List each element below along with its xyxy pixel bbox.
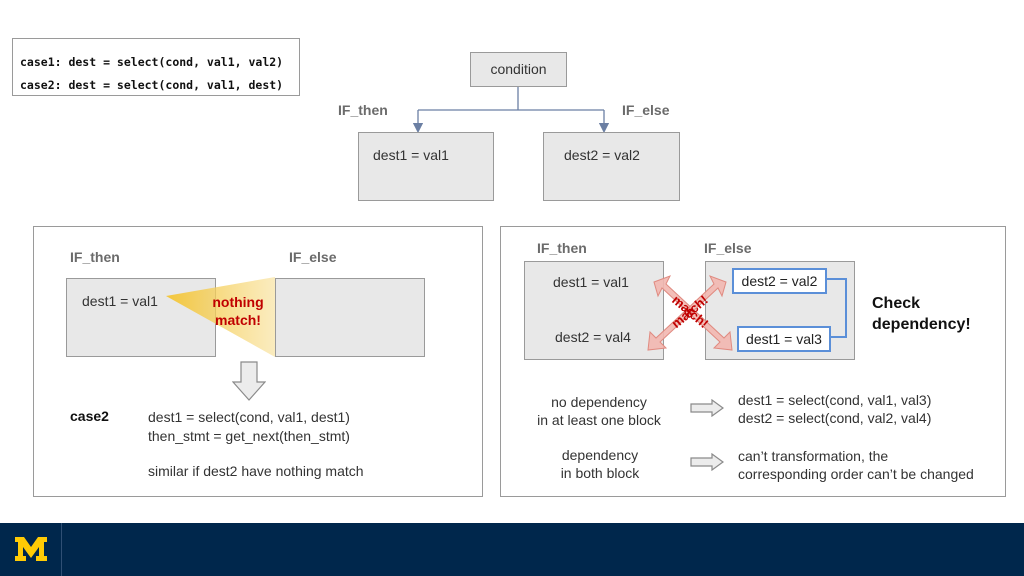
right-arrow-icon [690,399,724,417]
right-then-box: dest1 = val1 dest2 = val4 [524,261,664,360]
no-dep-line1: no dependency [551,394,647,410]
right-then-line1: dest1 = val1 [553,274,629,290]
right-arrow-icon [690,453,724,471]
top-else-text: dest2 = val2 [564,147,640,163]
no-dep-result1: dest1 = select(cond, val1, val3) [738,392,932,408]
else-dest1-box: dest1 = val3 [737,326,831,352]
left-if-else-label: IF_else [289,249,337,265]
case2-code-line2: then_stmt = get_next(then_stmt) [148,428,350,444]
footer-bar [0,523,1024,576]
university-logo-icon [15,537,47,561]
nothing-match-text: nothing match! [198,293,278,329]
no-dep-result2: dest2 = select(cond, val2, val4) [738,410,932,426]
top-if-else-label: IF_else [622,102,670,118]
code-line-case1: case1: dest = select(cond, val1, val2) [20,55,284,69]
down-arrow-icon [232,361,266,401]
dep-line2: in both block [560,465,640,481]
top-if-then-label: IF_then [338,102,388,118]
right-if-else-label: IF_else [704,240,752,256]
nothing-match-line1: nothing [212,294,264,310]
footer-separator [61,523,62,576]
top-then-box: dest1 = val1 [358,132,494,201]
code-box: case1: dest = select(cond, val1, val2) c… [12,38,300,96]
else-dest2-text: dest2 = val2 [741,273,818,289]
left-then-box: dest1 = val1 [66,278,216,357]
left-then-text: dest1 = val1 [82,293,158,309]
case2-note: similar if dest2 have nothing match [148,463,364,479]
nothing-match-line2: match! [215,312,261,328]
right-then-line2: dest2 = val4 [555,329,631,345]
check-dependency-text: Check dependency! [872,293,971,335]
check-line2: dependency! [872,316,971,333]
left-panel [33,226,483,497]
cross-match-arrows: match! match! [647,275,733,351]
condition-label: condition [490,61,547,77]
else-dest1-text: dest1 = val3 [746,331,822,347]
check-line1: Check [872,295,921,312]
condition-box: condition [470,52,567,87]
right-if-then-label: IF_then [537,240,587,256]
left-if-then-label: IF_then [70,249,120,265]
top-else-box: dest2 = val2 [543,132,680,201]
dep-line1: dependency [561,447,639,463]
case2-code-line1: dest1 = select(cond, val1, dest1) [148,409,350,425]
left-else-box [275,278,425,357]
no-dep-line2: in at least one block [537,412,661,428]
dep-result1: can’t transformation, the [738,448,889,464]
dep-result2: corresponding order can’t be changed [738,466,974,482]
no-dependency-text: no dependency in at least one block [524,393,674,429]
else-dest2-box: dest2 = val2 [732,268,827,294]
dependency-text: dependency in both block [525,446,675,482]
yellow-wedge [166,277,275,357]
cross-arrow-b [647,275,727,351]
top-then-text: dest1 = val1 [373,147,449,163]
cross-arrow-a [653,275,733,351]
code-line-case2: case2: dest = select(cond, val1, dest) [20,78,284,92]
case2-label: case2 [70,408,109,424]
